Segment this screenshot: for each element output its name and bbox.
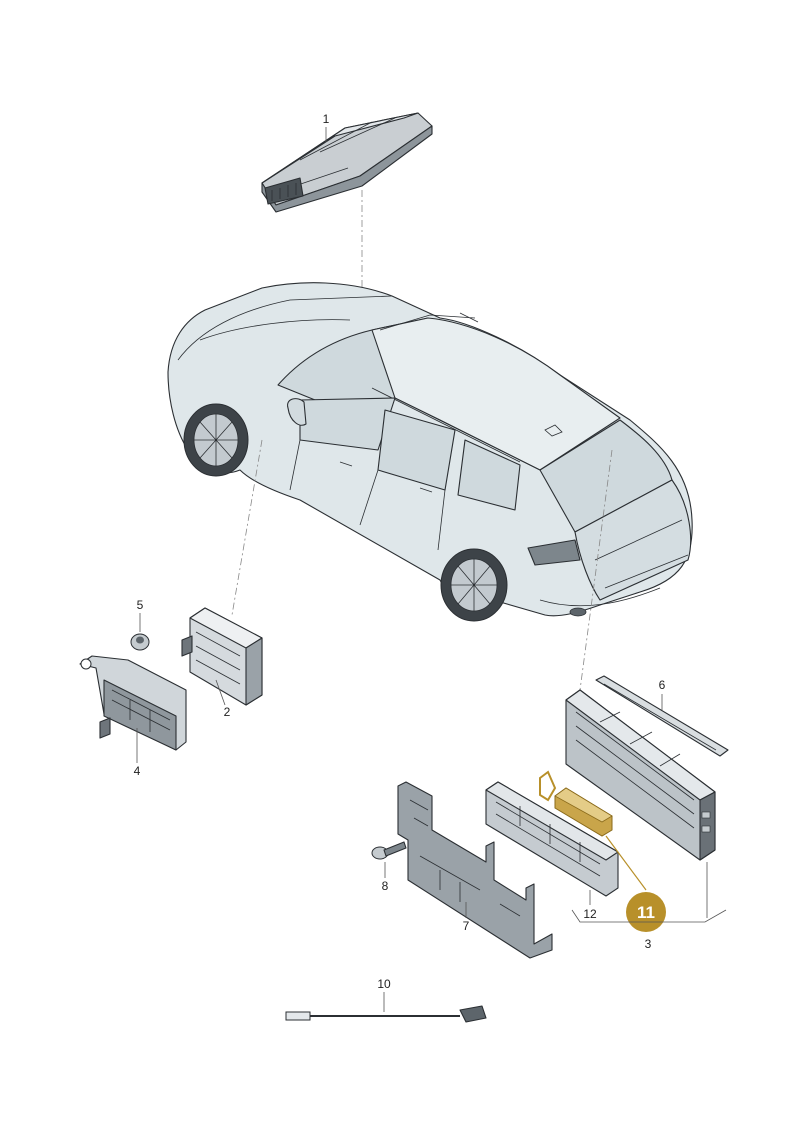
callout-11: 11	[637, 903, 655, 922]
part-4-bracket[interactable]	[79, 655, 187, 751]
callout-7: 7	[463, 919, 470, 933]
part-8-screw[interactable]	[371, 841, 407, 860]
callout-11-badge[interactable]: 11	[626, 892, 666, 932]
callout-4: 4	[134, 764, 141, 778]
part-6-strip[interactable]	[595, 675, 729, 757]
group-bracket-3	[571, 909, 727, 923]
callout-6: 6	[659, 678, 666, 692]
part-10-cable[interactable]	[285, 1005, 487, 1023]
callout-12: 12	[583, 907, 597, 921]
part-3-housing[interactable]	[565, 689, 716, 861]
callout-8: 8	[382, 879, 389, 893]
dash-3	[579, 449, 613, 691]
part-2-module[interactable]	[181, 607, 263, 706]
callout-1: 1	[323, 112, 330, 126]
part-5-nut[interactable]	[130, 633, 150, 651]
callout-5: 5	[137, 598, 144, 612]
callout-10: 10	[377, 977, 391, 991]
part-1-control-unit[interactable]	[261, 112, 433, 213]
part-12-cover[interactable]	[485, 781, 619, 897]
callout-2: 2	[224, 705, 231, 719]
part-11-fuse[interactable]	[539, 770, 613, 837]
callout-3: 3	[645, 937, 652, 951]
leader-2	[215, 679, 226, 706]
part-7-bracket[interactable]	[397, 781, 553, 959]
leader-11	[605, 835, 647, 891]
car-illustration	[167, 282, 693, 622]
